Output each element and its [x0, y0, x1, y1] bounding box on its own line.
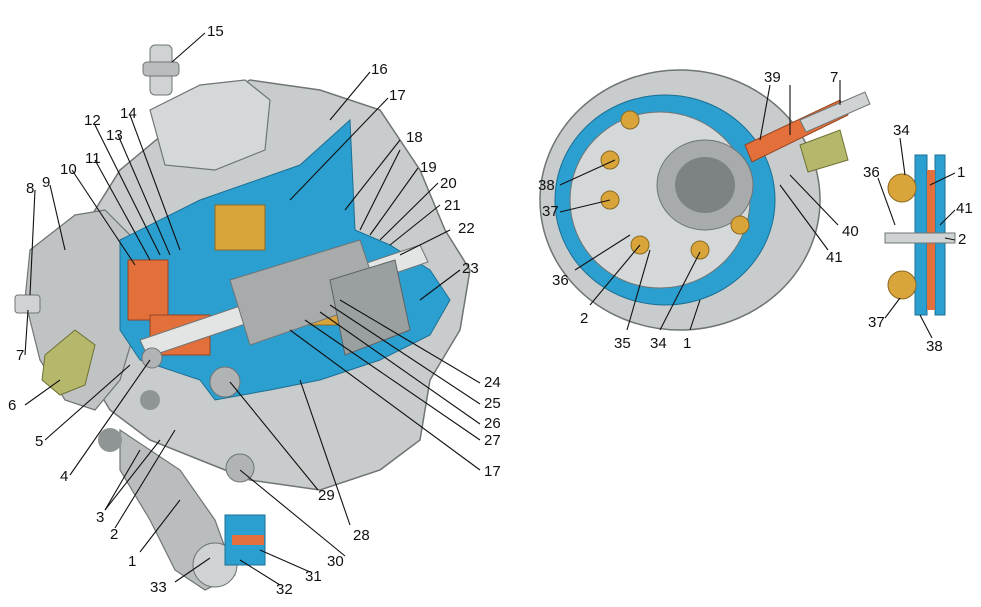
callout-28: 28 [353, 527, 370, 544]
callout-4: 4 [60, 468, 68, 485]
callout-labels: 15 16 17 12 14 13 18 11 10 9 8 19 20 21 … [8, 23, 973, 598]
callout-1-center: 1 [683, 335, 691, 352]
callout-18: 18 [406, 129, 423, 146]
tension-lug [225, 453, 255, 483]
terminal-nut [142, 61, 180, 77]
mount-bushing-core [232, 535, 264, 545]
callout-32: 32 [276, 581, 293, 598]
terminal-stud-right [799, 91, 871, 133]
rear-bearing [141, 347, 163, 369]
front-bearing [209, 366, 241, 398]
callout-39: 39 [764, 69, 781, 86]
callout-17: 17 [389, 87, 406, 104]
callout-41: 41 [826, 249, 843, 266]
callout-25: 25 [484, 395, 501, 412]
brush-holder [127, 259, 169, 321]
callout-35: 35 [614, 335, 631, 352]
terminal-housing [149, 79, 271, 171]
callout-30: 30 [327, 553, 344, 570]
callout-19: 19 [420, 159, 437, 176]
callout-6: 6 [8, 397, 16, 414]
housing-hole [98, 428, 122, 452]
callout-36: 36 [552, 272, 569, 289]
alternator-cutaway [14, 44, 471, 591]
callout-23: 23 [462, 260, 479, 277]
callout-22: 22 [458, 220, 475, 237]
rectifier-cover-view [539, 69, 871, 331]
bearing-bore-inner [675, 157, 735, 213]
terminal-insulator [799, 129, 849, 173]
callout-8: 8 [26, 180, 34, 197]
callout-24: 24 [484, 374, 501, 391]
stator-core [329, 259, 411, 356]
diode-detail-section [884, 154, 956, 316]
callout-10: 10 [60, 161, 77, 178]
callout-14: 14 [120, 105, 137, 122]
callout-16: 16 [371, 61, 388, 78]
callout-15: 15 [207, 23, 224, 40]
callout-9: 9 [42, 174, 50, 191]
callout-37: 37 [542, 203, 559, 220]
callout-13: 13 [106, 127, 123, 144]
capacitor [41, 329, 96, 396]
callout-11: 11 [85, 150, 101, 167]
callout-34-detail: 34 [893, 122, 910, 139]
callout-7: 7 [16, 347, 24, 364]
callout-3: 3 [96, 509, 104, 526]
callout-7-center: 7 [830, 69, 838, 86]
callout-2: 2 [110, 526, 118, 543]
callout-36-detail: 36 [863, 164, 880, 181]
diode-upper [887, 173, 917, 203]
leader-lines [24, 32, 956, 586]
diode [600, 150, 620, 170]
callout-5: 5 [35, 433, 43, 450]
callout-40: 40 [842, 223, 859, 240]
callout-1: 1 [128, 553, 136, 570]
callout-1-detail: 1 [957, 164, 965, 181]
callout-41-detail: 41 [956, 200, 973, 217]
callout-12: 12 [84, 112, 101, 129]
callout-2-center: 2 [580, 310, 588, 327]
housing-hole [140, 390, 160, 410]
callout-27: 27 [484, 432, 501, 449]
callout-37-detail: 37 [868, 314, 885, 331]
callout-29: 29 [318, 487, 335, 504]
diode [690, 240, 710, 260]
callout-38: 38 [538, 177, 555, 194]
callout-20: 20 [440, 175, 457, 192]
callout-33: 33 [150, 579, 167, 596]
diode [620, 110, 640, 130]
detail-bolt [884, 232, 956, 244]
callout-31: 31 [305, 568, 322, 585]
callout-38-detail: 38 [926, 338, 943, 355]
stator-winding-upper [214, 204, 266, 251]
callout-2-detail: 2 [958, 231, 966, 248]
callout-34: 34 [650, 335, 667, 352]
diode-lower [887, 270, 917, 300]
callout-17b: 17 [484, 463, 501, 480]
diode [730, 215, 750, 235]
callout-26: 26 [484, 415, 501, 432]
callout-21: 21 [444, 197, 461, 214]
